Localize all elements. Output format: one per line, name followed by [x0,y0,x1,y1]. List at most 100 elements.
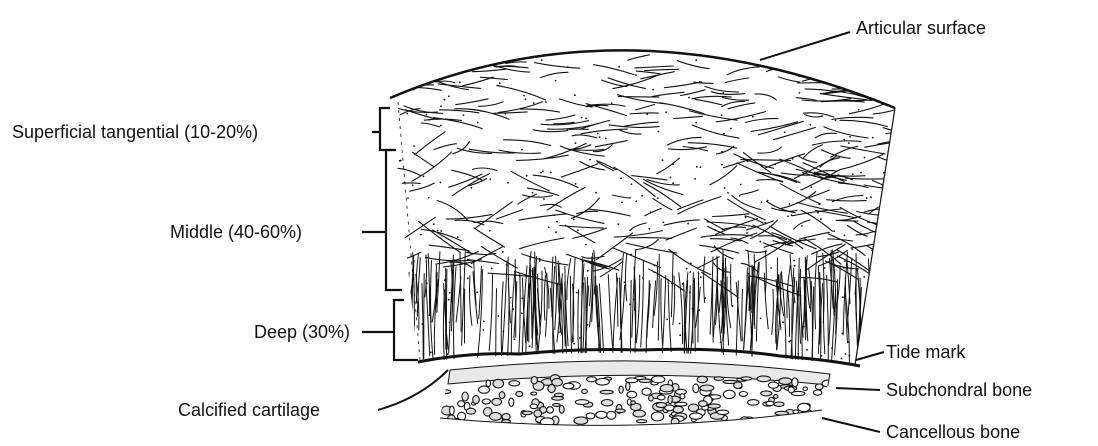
bone-trabecula [657,395,665,400]
stipple-dot [810,186,812,188]
bone-trabecula [509,398,514,406]
stipple-dot [585,244,587,246]
stipple-dot [841,333,843,335]
stipple-dot [476,291,478,293]
stipple-dot [690,263,692,265]
bone-trabecula [553,403,561,406]
stipple-dot [575,183,577,185]
collagen-fibre [503,140,550,146]
collagen-fibre [533,175,578,187]
bone-trabecula [708,404,720,408]
stipple-dot [635,200,637,202]
stipple-dot [730,128,732,130]
stipple-dot [657,131,659,133]
stipple-dot [617,223,619,225]
stipple-dot [653,271,655,273]
stipple-dot [761,201,763,203]
stipple-dot [406,113,408,115]
stipple-dot [619,354,621,356]
stipple-dot [430,352,432,354]
stipple-dot [774,164,776,166]
bone-trabecula [637,420,647,423]
stipple-dot [652,89,654,91]
collagen-fibre [846,178,888,179]
collagen-fibre [518,273,521,371]
stipple-dot [429,314,431,316]
stipple-dot [883,172,885,174]
collagen-fibre [511,171,550,191]
collagen-fibre [865,68,891,73]
bone-trabecula [656,403,666,408]
bone-trabecula [792,378,798,387]
stipple-dot [789,203,791,205]
bone-trabecula [522,411,532,414]
stipple-dot [740,184,742,186]
leader-subchondral [836,388,880,390]
bone-trabecula [714,377,723,381]
bone-trabecula [680,394,685,399]
collagen-fibre [541,204,562,207]
stipple-dot [406,75,408,77]
stipple-dot [605,138,607,140]
collagen-fibre [772,289,774,334]
stipple-dot [852,173,854,175]
label-calcified-cartilage: Calcified cartilage [178,400,320,420]
stipple-dot [510,297,512,299]
stipple-dot [844,260,846,262]
stipple-dot [459,81,461,83]
collagen-fibre [692,125,739,138]
stipple-dot [543,198,545,200]
stipple-dot [845,353,847,355]
stipple-dot [401,228,403,230]
collagen-fibre [619,130,642,135]
stipple-dot [620,177,622,179]
collagen-fibre [463,77,494,86]
stipple-dot [878,69,880,71]
collagen-fibre [878,135,914,144]
stipple-dot [624,281,626,283]
stipple-dot [806,276,808,278]
stipple-dot [523,95,525,97]
bone-trabecula [626,378,638,383]
stipple-dot [502,251,504,253]
bone-trabecula [761,391,772,396]
stipple-dot [449,322,451,324]
collagen-fibre [818,252,839,257]
stipple-dot [532,192,534,194]
stipple-dot [533,102,535,104]
bone-trabecula [798,403,810,411]
stipple-dot [506,264,508,266]
stipple-dot [521,312,523,314]
bone-trabecula [531,377,537,384]
stipple-dot [836,63,838,65]
articular-surface-line [390,50,895,108]
bone-trabecula [717,410,729,414]
stipple-dot [835,120,837,122]
stipple-dot [447,353,449,355]
stipple-dot [745,217,747,219]
collagen-fibre [874,66,918,69]
collagen-fibre [705,86,739,92]
stipple-dot [721,114,723,116]
stipple-dot [663,222,665,224]
bone-trabecula [668,395,672,403]
collagen-fibre [624,122,658,126]
collagen-fibre [628,55,650,60]
collagen-fibre [710,166,737,185]
stipple-dot [670,177,672,179]
collagen-fibre [535,63,580,69]
stipple-dot [872,137,874,139]
collagen-fibre [787,287,789,336]
bone-trabecula [619,386,623,393]
bracket-superficial [372,108,392,150]
bone-trabecula [587,377,597,382]
stipple-dot [658,356,660,358]
collagen-fibre [635,66,674,68]
collagen-fibre [632,176,667,180]
collagen-fibre [667,137,701,145]
stipple-dot [555,231,557,233]
bone-trabecula [739,392,747,397]
collagen-fibre [832,117,873,119]
stipple-dot [491,77,493,79]
collagen-fibre [713,214,749,217]
